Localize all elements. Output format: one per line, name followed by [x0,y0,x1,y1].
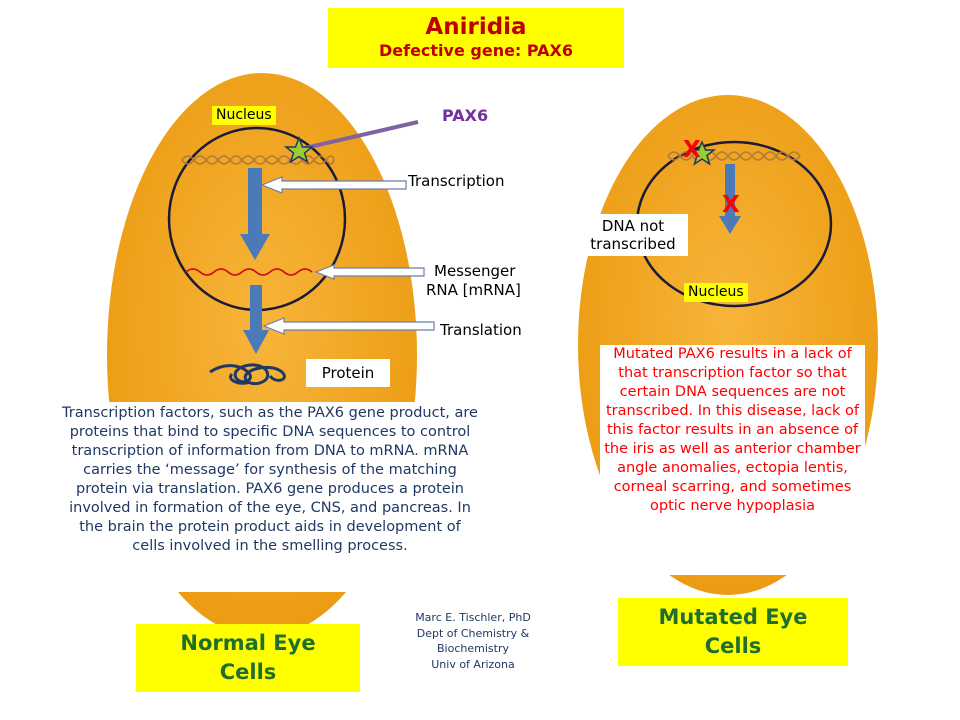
dna-not-line1: DNA not [601,217,665,235]
mrna-label-line1: Messenger [434,262,516,280]
author-credit: Marc E. Tischler, PhD Dept of Chemistry … [398,610,548,672]
mutant-caption-line1: Mutated Eye [658,605,808,629]
protein-label: Protein [306,359,390,387]
protein-tangle-icon [209,363,286,386]
mutant-caption-line2: Cells [704,634,762,658]
transcription-down-arrow [240,168,270,260]
translation-label: Translation [440,321,522,339]
normal-info-text: Transcription factors, such as the PAX6 … [57,402,483,592]
dna-not-transcribed-label: DNA not transcribed [578,214,688,256]
credit-line1: Marc E. Tischler, PhD [415,611,531,624]
mutant-pax6-star-icon [687,140,717,166]
credit-line4: Univ of Arizona [431,657,515,671]
page-title: Aniridia [425,14,527,40]
pax6-label: PAX6 [442,106,489,125]
mrna-label-line2: RNA [mRNA] [426,281,521,299]
normal-dna-helix [181,155,335,165]
mutant-x-mark-arrow: X [722,192,740,218]
mutant-dna-helix [667,151,801,161]
page-subtitle: Defective gene: PAX6 [378,41,574,60]
normal-caption-line1: Normal Eye [180,631,316,655]
mutant-down-arrow [719,164,741,234]
credit-line2: Dept of Chemistry & [416,626,530,640]
mrna-pointer-arrow [314,264,425,280]
normal-caption-line2: Cells [219,660,277,684]
transcription-label: Transcription [408,172,505,190]
mutant-nucleus-label: Nucleus [684,283,748,302]
pax6-pointer-line [304,120,419,150]
translation-down-arrow [243,285,269,354]
normal-nucleus-label: Nucleus [212,106,276,125]
dna-not-line2: transcribed [590,235,676,253]
mrna-strand [185,268,313,276]
credit-line3: Biochemistry [437,642,509,655]
mutant-info-text: Mutated PAX6 results in a lack of that t… [600,345,865,575]
title-box: Aniridia Defective gene: PAX6 [328,8,624,68]
normal-eye-caption: Normal Eye Cells [136,624,360,692]
mutant-x-mark-dna: X [683,137,701,163]
transcription-pointer-arrow [260,176,407,194]
translation-pointer-arrow [262,317,435,335]
pax6-star-icon [283,135,315,164]
mutated-eye-caption: Mutated Eye Cells [618,598,848,666]
